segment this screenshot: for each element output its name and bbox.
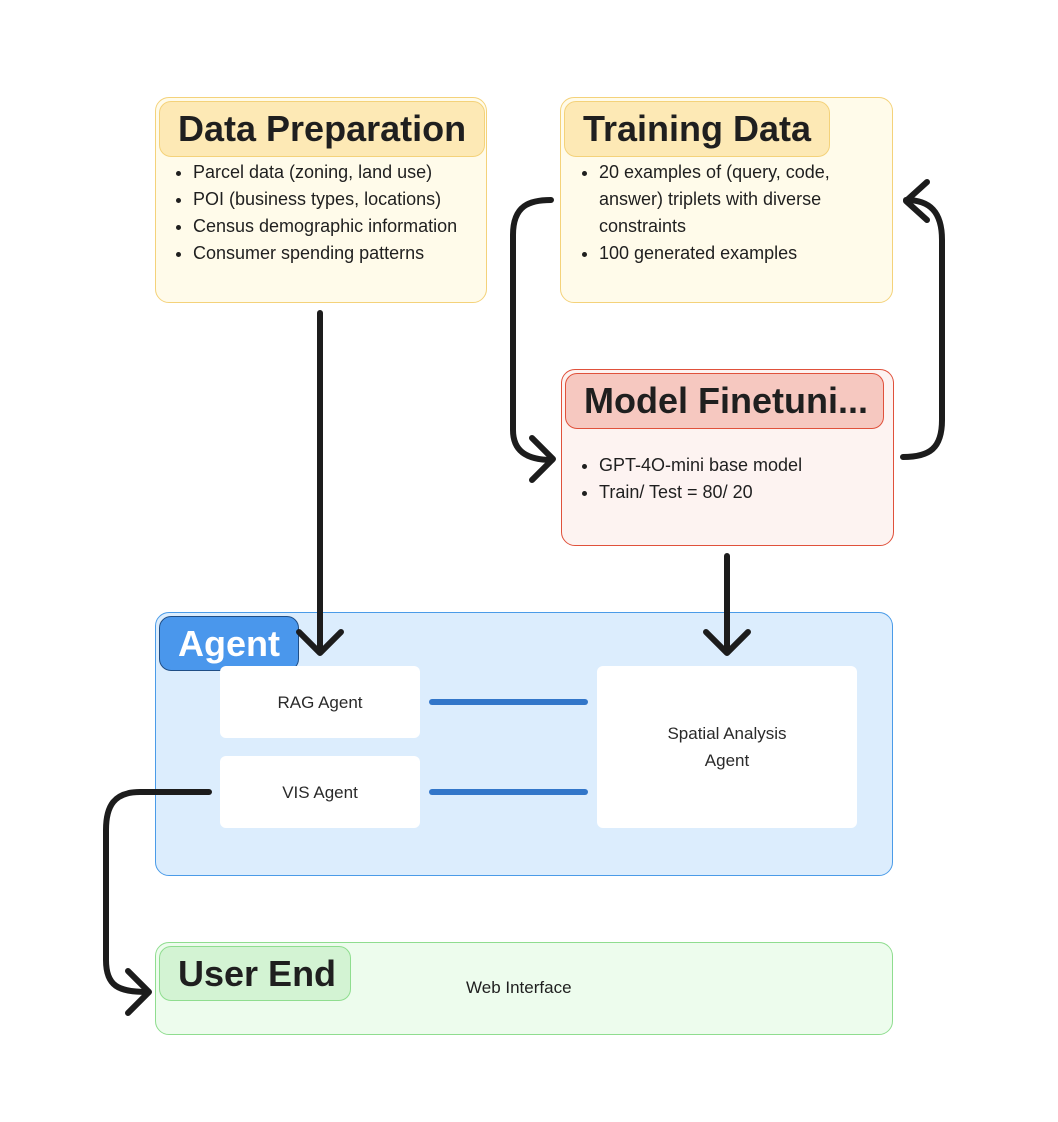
vis-agent-card: VIS Agent — [220, 756, 420, 828]
spatial-agent-label-line2: Agent — [704, 751, 750, 770]
spatial-agent-label-line1: Spatial Analysis — [667, 724, 787, 743]
user-end-title: User End — [159, 946, 351, 1001]
arrow-head — [125, 968, 152, 1016]
spatial-analysis-agent-card: Spatial Analysis Agent — [597, 666, 857, 828]
web-interface-label: Web Interface — [466, 978, 572, 997]
arrow-training-to-finetuning — [510, 197, 555, 463]
agent-title: Agent — [159, 616, 299, 671]
arrow-head — [529, 435, 556, 483]
list-item: 100 generated examples — [599, 240, 879, 267]
data-preparation-list: Parcel data (zoning, land use) POI (busi… — [171, 159, 503, 267]
model-finetuning-title: Model Finetuni... — [565, 373, 884, 429]
list-item: Census demographic information — [193, 213, 503, 240]
rag-agent-card: RAG Agent — [220, 666, 420, 738]
list-item: Train/ Test = 80/ 20 — [599, 479, 899, 506]
data-preparation-title: Data Preparation — [159, 101, 485, 157]
model-finetuning-list: GPT-4O-mini base model Train/ Test = 80/… — [577, 452, 899, 506]
list-item: 20 examples of (query, code, answer) tri… — [599, 159, 879, 240]
list-item: Parcel data (zoning, land use) — [193, 159, 503, 186]
list-item: GPT-4O-mini base model — [599, 452, 899, 479]
training-data-title: Training Data — [564, 101, 830, 157]
list-item: POI (business types, locations) — [193, 186, 503, 213]
arrow-finetuning-to-training — [900, 197, 945, 460]
training-data-list: 20 examples of (query, code, answer) tri… — [577, 159, 879, 267]
list-item: Consumer spending patterns — [193, 240, 503, 267]
arrow-head — [903, 179, 930, 223]
